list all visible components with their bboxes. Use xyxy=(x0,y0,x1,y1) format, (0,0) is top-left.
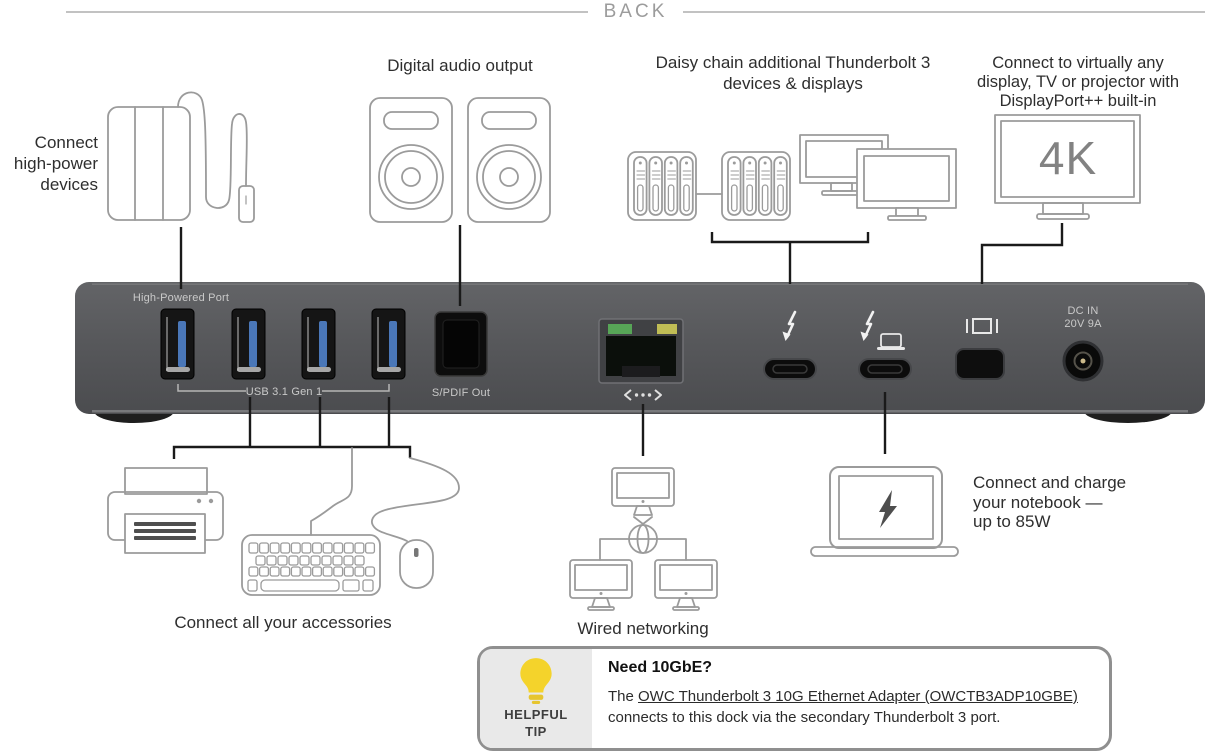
printer-art xyxy=(107,467,224,554)
lines-usb-drops xyxy=(248,397,391,447)
spdif-port xyxy=(434,311,488,377)
header-rule-right xyxy=(683,11,1205,13)
4k-badge: 4K xyxy=(1038,132,1098,184)
label-dc-in: DC IN 20V 9A xyxy=(1064,305,1102,330)
usb-bracket xyxy=(177,384,390,392)
callout-networking: Wired networking xyxy=(577,619,709,638)
label-usb: USB 3.1 Gen 1 xyxy=(245,386,323,398)
mini-displayport-port xyxy=(955,348,1005,380)
tip-adapter-link[interactable]: OWC Thunderbolt 3 10G Ethernet Adapter (… xyxy=(638,688,1078,705)
callout-notebook: Connect and charge your notebook — up to… xyxy=(973,473,1127,531)
callout-daisy-chain: Daisy chain additional Thunderbolt 3 dev… xyxy=(655,53,931,93)
tip-title: Need 10GbE? xyxy=(608,659,713,676)
power-adapter-art xyxy=(107,91,255,223)
thunderbolt-port-1 xyxy=(763,358,817,380)
helpful-tip-badge-panel: HELPFUL TIP xyxy=(480,649,592,748)
callout-high-power: Connect high-power devices xyxy=(13,133,98,194)
notebook-icon-small xyxy=(877,333,905,350)
usb-a-ports xyxy=(160,308,406,380)
network-art xyxy=(569,467,718,611)
page-title: BACK xyxy=(603,1,668,22)
ethernet-icon xyxy=(624,389,662,401)
ethernet-port xyxy=(598,318,684,384)
back-header: BACK xyxy=(66,1,1205,23)
bracket-accessories xyxy=(172,445,412,459)
bracket-daisy-chain xyxy=(710,232,870,244)
connector-lines xyxy=(172,223,1064,459)
callout-accessories: Connect all your accessories xyxy=(174,613,392,632)
tip-body-suffix: connects to this dock via the secondary … xyxy=(608,709,1001,726)
label-spdif: S/PDIF Out xyxy=(431,387,491,399)
display-4k-art xyxy=(994,114,1141,220)
thunderbolt-port-2 xyxy=(858,358,912,380)
header-rule-left xyxy=(66,11,588,13)
laptop-art xyxy=(810,466,959,557)
helpful-tip-box: HELPFUL TIP Need 10GbE? The OWC Thunderb… xyxy=(477,646,1112,751)
line-4k-to-minidp xyxy=(980,223,1064,284)
lightbulb-icon xyxy=(520,658,552,704)
daisy-monitors-art xyxy=(799,134,957,221)
callout-audio: Digital audio output xyxy=(387,56,533,75)
charge-bolt-icon xyxy=(879,490,897,528)
dc-in-jack xyxy=(1062,340,1104,382)
helpful-tip-content: Need 10GbE? The OWC Thunderbolt 3 10G Et… xyxy=(608,659,1099,728)
callout-any-display: Connect to virtually any display, TV or … xyxy=(976,54,1180,110)
keyboard-art xyxy=(241,447,381,596)
displayport-icon xyxy=(966,318,998,334)
mouse-art xyxy=(371,457,460,589)
label-high-powered-port: High-Powered Port xyxy=(132,292,230,304)
storage-towers-art xyxy=(627,151,791,221)
speakers-art xyxy=(369,97,551,223)
helpful-tip-badge: HELPFUL TIP xyxy=(504,707,568,739)
tip-body-prefix: The xyxy=(608,688,639,705)
